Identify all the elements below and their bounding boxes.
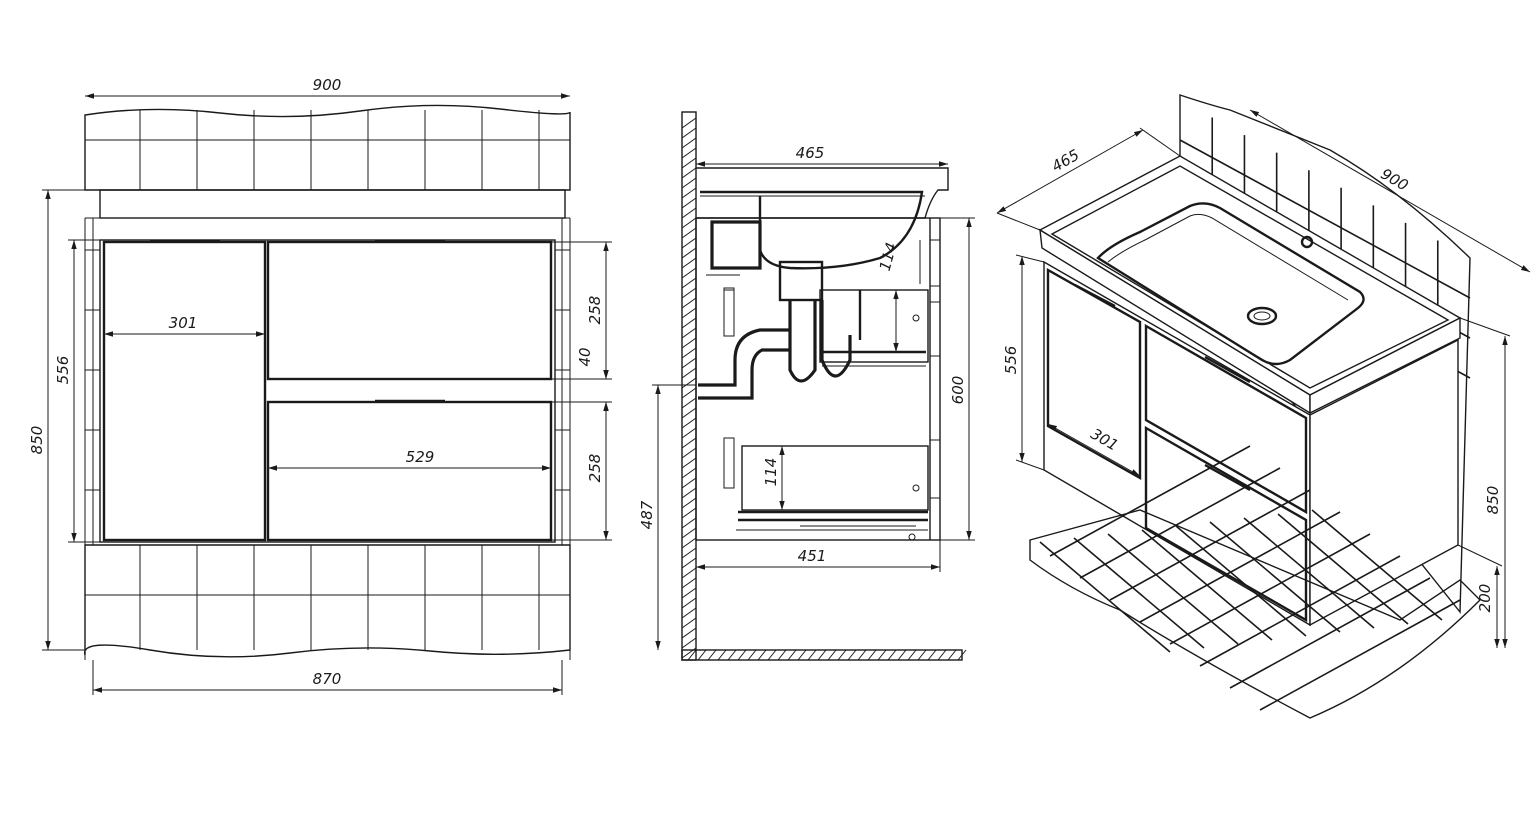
iso-cabinet	[1043, 260, 1459, 627]
front-upper-tiles	[84, 104, 571, 191]
front-side-tiles	[84, 218, 571, 660]
side-view: 465 600 114 114 487 451	[638, 111, 975, 661]
side-drawer-bottom	[723, 437, 941, 541]
dim-iso-floor-clearance: 200	[1476, 584, 1494, 613]
dim-side-height: 600	[949, 376, 967, 405]
dim-front-overall-height: 850	[28, 426, 46, 455]
side-floor	[681, 649, 967, 661]
dim-side-siphon-height: 114	[876, 241, 901, 273]
dim-side-shelf-height: 114	[762, 458, 780, 487]
front-countertop	[99, 189, 566, 219]
side-basin	[700, 190, 924, 270]
dim-side-inner-depth: 451	[798, 547, 827, 565]
dim-iso-width: 900	[1378, 165, 1412, 195]
dim-iso-overall-height: 850	[1484, 486, 1502, 515]
dim-front-door-width: 301	[169, 314, 198, 332]
dim-side-depth: 465	[796, 144, 825, 162]
side-countertop	[696, 167, 949, 219]
front-lower-tiles	[84, 544, 571, 658]
dim-iso-depth: 465	[1049, 146, 1083, 176]
dim-side-floor-clearance: 487	[638, 500, 656, 529]
dim-front-cabinet-height: 556	[54, 356, 72, 385]
dim-front-base-width: 870	[313, 670, 342, 688]
front-drawer-top	[266, 240, 553, 381]
iso-floor-tiles	[1029, 445, 1481, 719]
dim-front-drawer-width: 529	[406, 448, 435, 466]
dim-front-overall-width: 900	[313, 76, 342, 94]
side-drawer-top	[723, 239, 941, 367]
dim-front-drawer-gap: 40	[576, 347, 594, 366]
dim-front-drawer-bottom-height: 258	[586, 454, 604, 483]
dim-front-drawer-top-height: 258	[586, 296, 604, 325]
front-door	[102, 240, 267, 542]
side-wall	[681, 111, 697, 661]
iso-view: 465 900 556 301 850 200	[996, 94, 1531, 719]
front-view: 900 850 556 301 529 258 40 258 870	[28, 76, 612, 695]
front-drawer-bottom	[266, 400, 553, 542]
side-siphon	[698, 220, 852, 400]
front-cabinet	[99, 239, 556, 543]
side-cabinet	[695, 217, 941, 541]
dim-iso-cabinet-height: 556	[1002, 346, 1020, 375]
